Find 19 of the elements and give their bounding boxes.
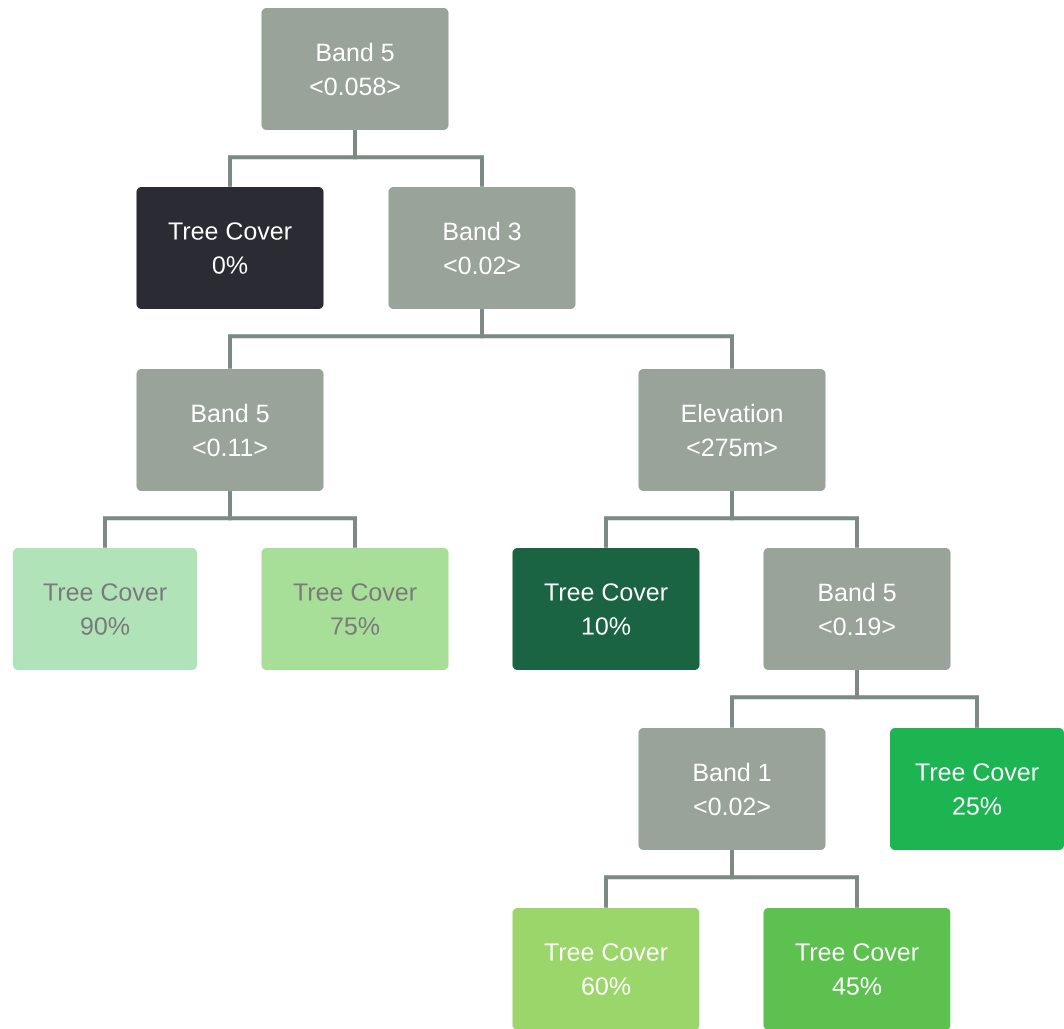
leaf-box: Tree Cover 60% xyxy=(512,908,700,1029)
decision-box: Band 5 <0.058> xyxy=(261,8,449,130)
leaf-box: Tree Cover 45% xyxy=(763,908,951,1029)
leaf-box: Tree Cover 75% xyxy=(261,548,449,670)
leaf-box: Tree Cover 10% xyxy=(512,548,700,670)
decision-box: Elevation <275m> xyxy=(638,369,826,491)
decision-box: Band 5 <0.11> xyxy=(136,369,324,491)
connector xyxy=(730,850,859,908)
connector xyxy=(730,491,859,548)
connector xyxy=(480,309,734,369)
decision-box: Band 3 <0.02> xyxy=(388,187,576,309)
leaf-box: Tree Cover 90% xyxy=(13,548,197,670)
decision-box: Band 5 <0.19> xyxy=(763,548,951,670)
connector xyxy=(353,130,484,187)
leaf-box: Tree Cover 0% xyxy=(136,187,324,309)
leaf-box: Tree Cover 25% xyxy=(890,728,1064,850)
connector xyxy=(228,491,357,548)
connector xyxy=(855,670,979,728)
decision-box: Band 1 <0.02> xyxy=(638,728,826,850)
